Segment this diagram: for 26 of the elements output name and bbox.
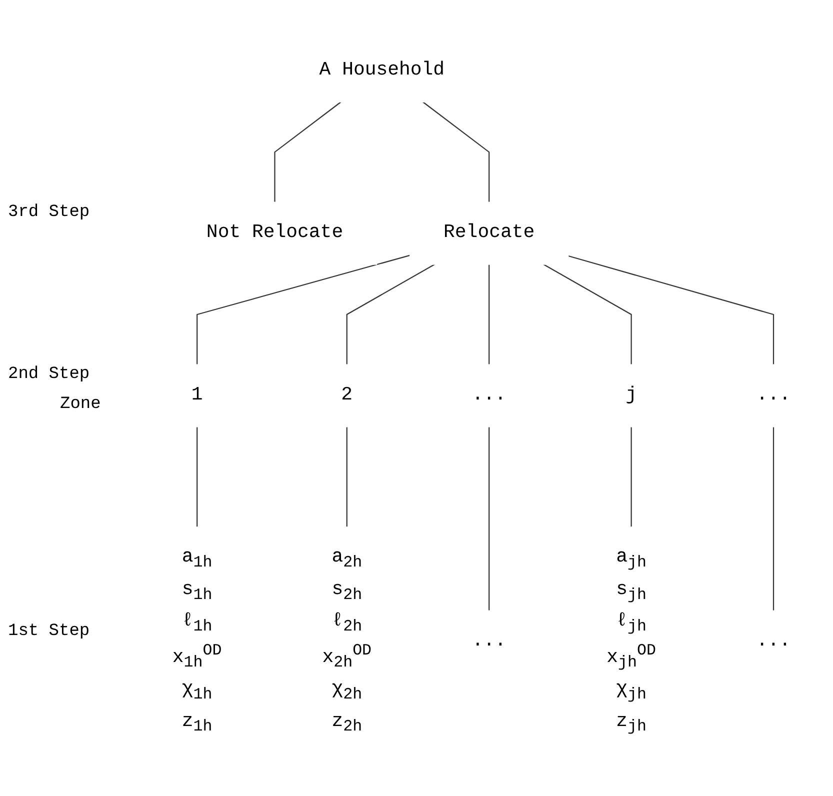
step-label: 3rd Step — [8, 203, 90, 222]
connector — [630, 426, 632, 527]
node-text: ... — [472, 384, 506, 406]
connector — [346, 264, 436, 365]
connector — [274, 101, 342, 202]
node-text: ... — [756, 630, 791, 652]
connector — [772, 426, 774, 611]
connector — [488, 426, 490, 611]
step-label: 1st Step — [8, 622, 90, 641]
node-text: Not Relocate — [206, 222, 344, 244]
node-text: Relocate — [444, 222, 535, 244]
node-text: ... — [472, 630, 506, 652]
step-label: 2nd Step — [8, 365, 90, 384]
connector — [568, 255, 774, 365]
connector — [488, 264, 490, 365]
node-text: 1 — [191, 384, 203, 406]
node-text: 2 — [341, 384, 353, 406]
connector — [422, 101, 490, 202]
step-label: Zone — [60, 395, 101, 414]
node-text: ... — [756, 384, 791, 406]
connector — [196, 426, 198, 527]
node-text: A Household — [319, 60, 445, 82]
node-text: j — [626, 384, 637, 406]
connector — [543, 264, 632, 365]
connector — [196, 254, 410, 365]
connector — [346, 426, 348, 527]
